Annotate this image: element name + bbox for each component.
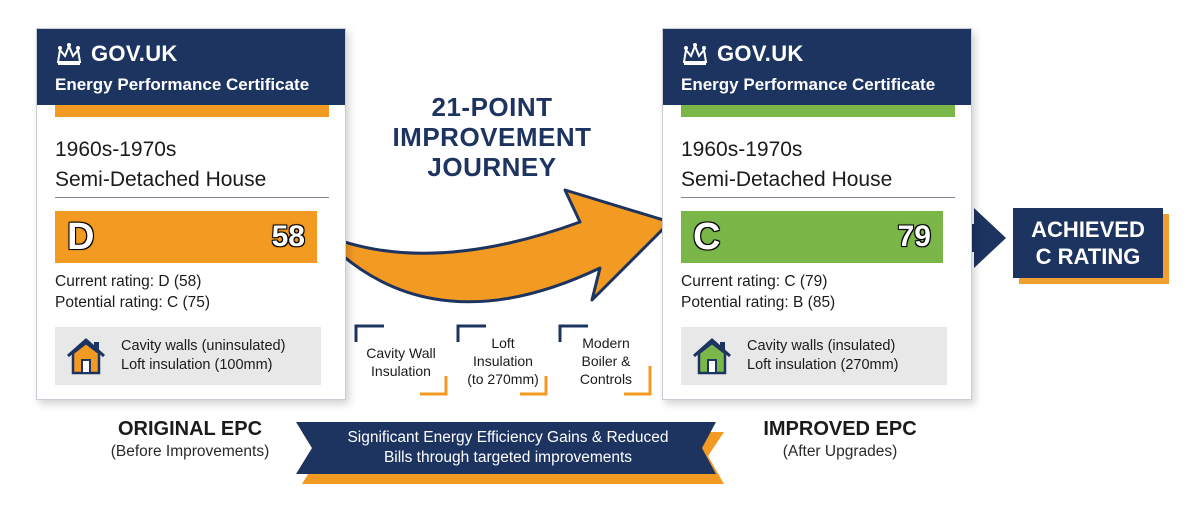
card-header: GOV.UK Energy Performance Certificate <box>37 29 345 105</box>
step-loft-insulation: Loft Insulation (to 270mm) <box>458 334 548 388</box>
footer-banner-text: Significant Energy Efficiency Gains & Re… <box>318 428 698 468</box>
journey-title-line1: 21-POINT <box>431 92 553 122</box>
step-label-line: Insulation <box>473 353 533 369</box>
green-accent-bar <box>681 105 955 117</box>
improvement-arrow <box>316 188 672 304</box>
gov-uk-label: GOV.UK <box>91 41 178 66</box>
step-label-line: Insulation <box>371 363 431 379</box>
original-caption-title: ORIGINAL EPC <box>117 418 263 440</box>
achieved-line1: ACHIEVED <box>1031 217 1145 242</box>
rating-letter: C <box>693 215 721 258</box>
step-label-line: Loft <box>491 335 515 351</box>
step-bracket-1 <box>354 324 448 396</box>
gov-uk-label: GOV.UK <box>717 41 804 66</box>
step-cavity-wall: Cavity Wall Insulation <box>356 344 446 380</box>
certificate-title: Energy Performance Certificate <box>55 75 310 94</box>
walls-info: Cavity walls (uninsulated) <box>121 338 286 354</box>
property-type: 1960s-1970s Semi-Detached House <box>55 135 266 195</box>
card-header: GOV.UK Energy Performance Certificate <box>663 29 971 105</box>
original-caption-sub: (Before Improvements) <box>110 443 270 460</box>
current-rating: Current rating: D (58) <box>55 273 202 290</box>
certificate-title: Energy Performance Certificate <box>681 75 936 94</box>
step-bracket-3 <box>558 324 652 396</box>
achieved-line2: C RATING <box>1035 244 1141 269</box>
journey-title-line2: IMPROVEMENT <box>392 122 592 152</box>
crown-icon <box>56 43 82 65</box>
improved-epc-card: GOV.UK Energy Performance Certificate 19… <box>662 28 972 400</box>
banner-line2: Bills through targeted improvements <box>383 449 633 466</box>
property-style: Semi-Detached House <box>681 168 893 191</box>
property-style: Semi-Detached House <box>55 168 267 191</box>
rating-score: 58 <box>271 220 305 253</box>
banner-line1: Significant Energy Efficiency Gains & Re… <box>347 429 669 446</box>
divider <box>681 197 955 198</box>
divider <box>55 197 329 198</box>
original-epc-card: GOV.UK Energy Performance Certificate 19… <box>36 28 346 400</box>
rating-details: Current rating: D (58) Potential rating:… <box>55 271 210 313</box>
achieved-c-rating-box: ACHIEVED C RATING <box>1013 208 1163 278</box>
potential-rating: Potential rating: B (85) <box>681 294 836 311</box>
insulation-box: Cavity walls (insulated) Loft insulation… <box>681 327 947 385</box>
rating-details: Current rating: C (79) Potential rating:… <box>681 271 835 313</box>
step-label-line: Boiler & <box>581 353 631 369</box>
journey-title: 21-POINT IMPROVEMENT JOURNEY <box>372 92 612 182</box>
step-label-line: Modern <box>582 335 630 351</box>
property-type: 1960s-1970s Semi-Detached House <box>681 135 892 195</box>
property-era: 1960s-1970s <box>55 138 177 161</box>
improved-caption-title: IMPROVED EPC <box>763 418 917 440</box>
step-label-line: Controls <box>579 371 633 387</box>
house-icon <box>67 338 105 375</box>
insulation-box: Cavity walls (uninsulated) Loft insulati… <box>55 327 321 385</box>
footer-ribbon <box>296 422 724 484</box>
walls-info: Cavity walls (insulated) <box>747 338 896 354</box>
house-icon <box>693 338 731 375</box>
potential-rating: Potential rating: C (75) <box>55 294 211 311</box>
loft-info: Loft insulation (270mm) <box>747 357 899 373</box>
rating-letter: D <box>67 215 95 258</box>
achieved-arrow <box>942 208 1006 268</box>
current-rating: Current rating: C (79) <box>681 273 828 290</box>
step-label-line: (to 270mm) <box>467 371 539 387</box>
property-era: 1960s-1970s <box>681 138 803 161</box>
loft-info: Loft insulation (100mm) <box>121 357 273 373</box>
rating-score: 79 <box>897 220 931 253</box>
rating-band-c: C 79 <box>681 211 943 263</box>
orange-accent-bar <box>55 105 329 117</box>
step-bracket-2 <box>456 324 548 396</box>
step-boiler-controls: Modern Boiler & Controls <box>562 334 650 388</box>
improved-caption-sub: (After Upgrades) <box>782 443 898 460</box>
crown-icon <box>682 43 708 65</box>
step-label-line: Cavity Wall <box>366 345 436 361</box>
journey-title-line3: JOURNEY <box>427 152 557 182</box>
rating-band-d: D 58 <box>55 211 317 263</box>
